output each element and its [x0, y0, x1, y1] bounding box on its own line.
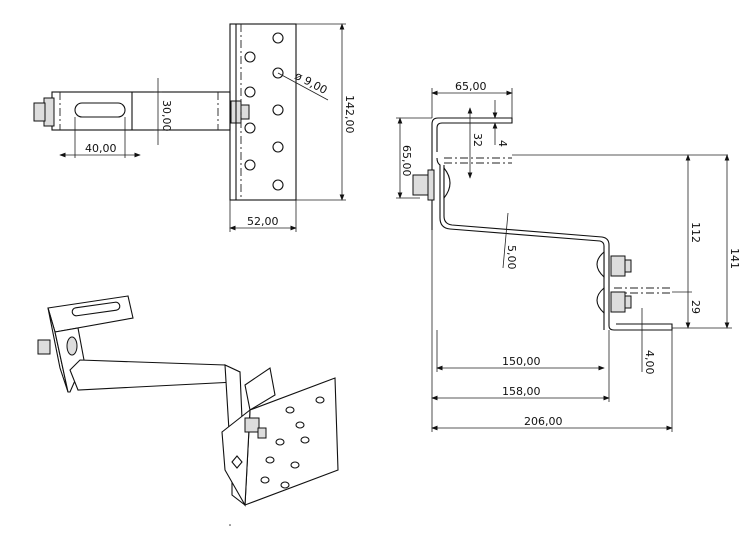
rod: [33, 91, 250, 131]
slot: [71, 301, 121, 317]
nut: [33, 102, 46, 122]
dim-gap: 32: [471, 133, 484, 147]
nut: [412, 174, 429, 196]
dim-flange-thickness: 4: [496, 140, 509, 147]
dim-lower-gap: 29: [689, 300, 702, 314]
dim-hole-diameter: ø 9,00: [293, 69, 330, 97]
isometric-view: [37, 295, 339, 526]
bolt-head: [596, 286, 605, 315]
nut: [37, 339, 51, 355]
dim-outer-length: 158,00: [502, 385, 541, 398]
bolt-head: [443, 166, 451, 200]
nut: [610, 255, 626, 277]
washer: [427, 169, 435, 201]
dim-hook-height: 65,00: [400, 145, 413, 177]
base-plate: [229, 23, 297, 201]
dim-slot-length: 40,00: [85, 142, 117, 155]
side-view: 65,00 65,00 32 4 5,00 112 141 29 4,00 15…: [396, 80, 741, 432]
holes: [231, 396, 325, 489]
nut: [257, 427, 267, 439]
dim-plate-height: 142,00: [343, 95, 356, 134]
holes: [244, 32, 284, 191]
bolt-head: [596, 250, 605, 279]
dim-height-112: 112: [689, 222, 702, 243]
bolt-head: [66, 336, 78, 356]
dim-plate-thickness: 5,00: [505, 245, 518, 270]
side-flange: [244, 367, 276, 411]
nut: [610, 291, 626, 313]
nut: [244, 417, 260, 433]
nut: [624, 259, 632, 273]
nut: [624, 295, 632, 309]
bolt-end: [240, 104, 250, 120]
dim-height-141: 141: [728, 248, 741, 269]
slot: [74, 102, 126, 118]
dim-rod-height: 30,00: [160, 100, 173, 132]
dim-total-length: 206,00: [524, 415, 563, 428]
dim-lower-thickness: 4,00: [643, 350, 656, 375]
dim-inner-length: 150,00: [502, 355, 541, 368]
top-view: 30,00 40,00 ø 9,00 142,00 52,00: [33, 23, 356, 232]
dim-flange-width: 65,00: [455, 80, 487, 93]
dim-plate-width: 52,00: [247, 215, 279, 228]
